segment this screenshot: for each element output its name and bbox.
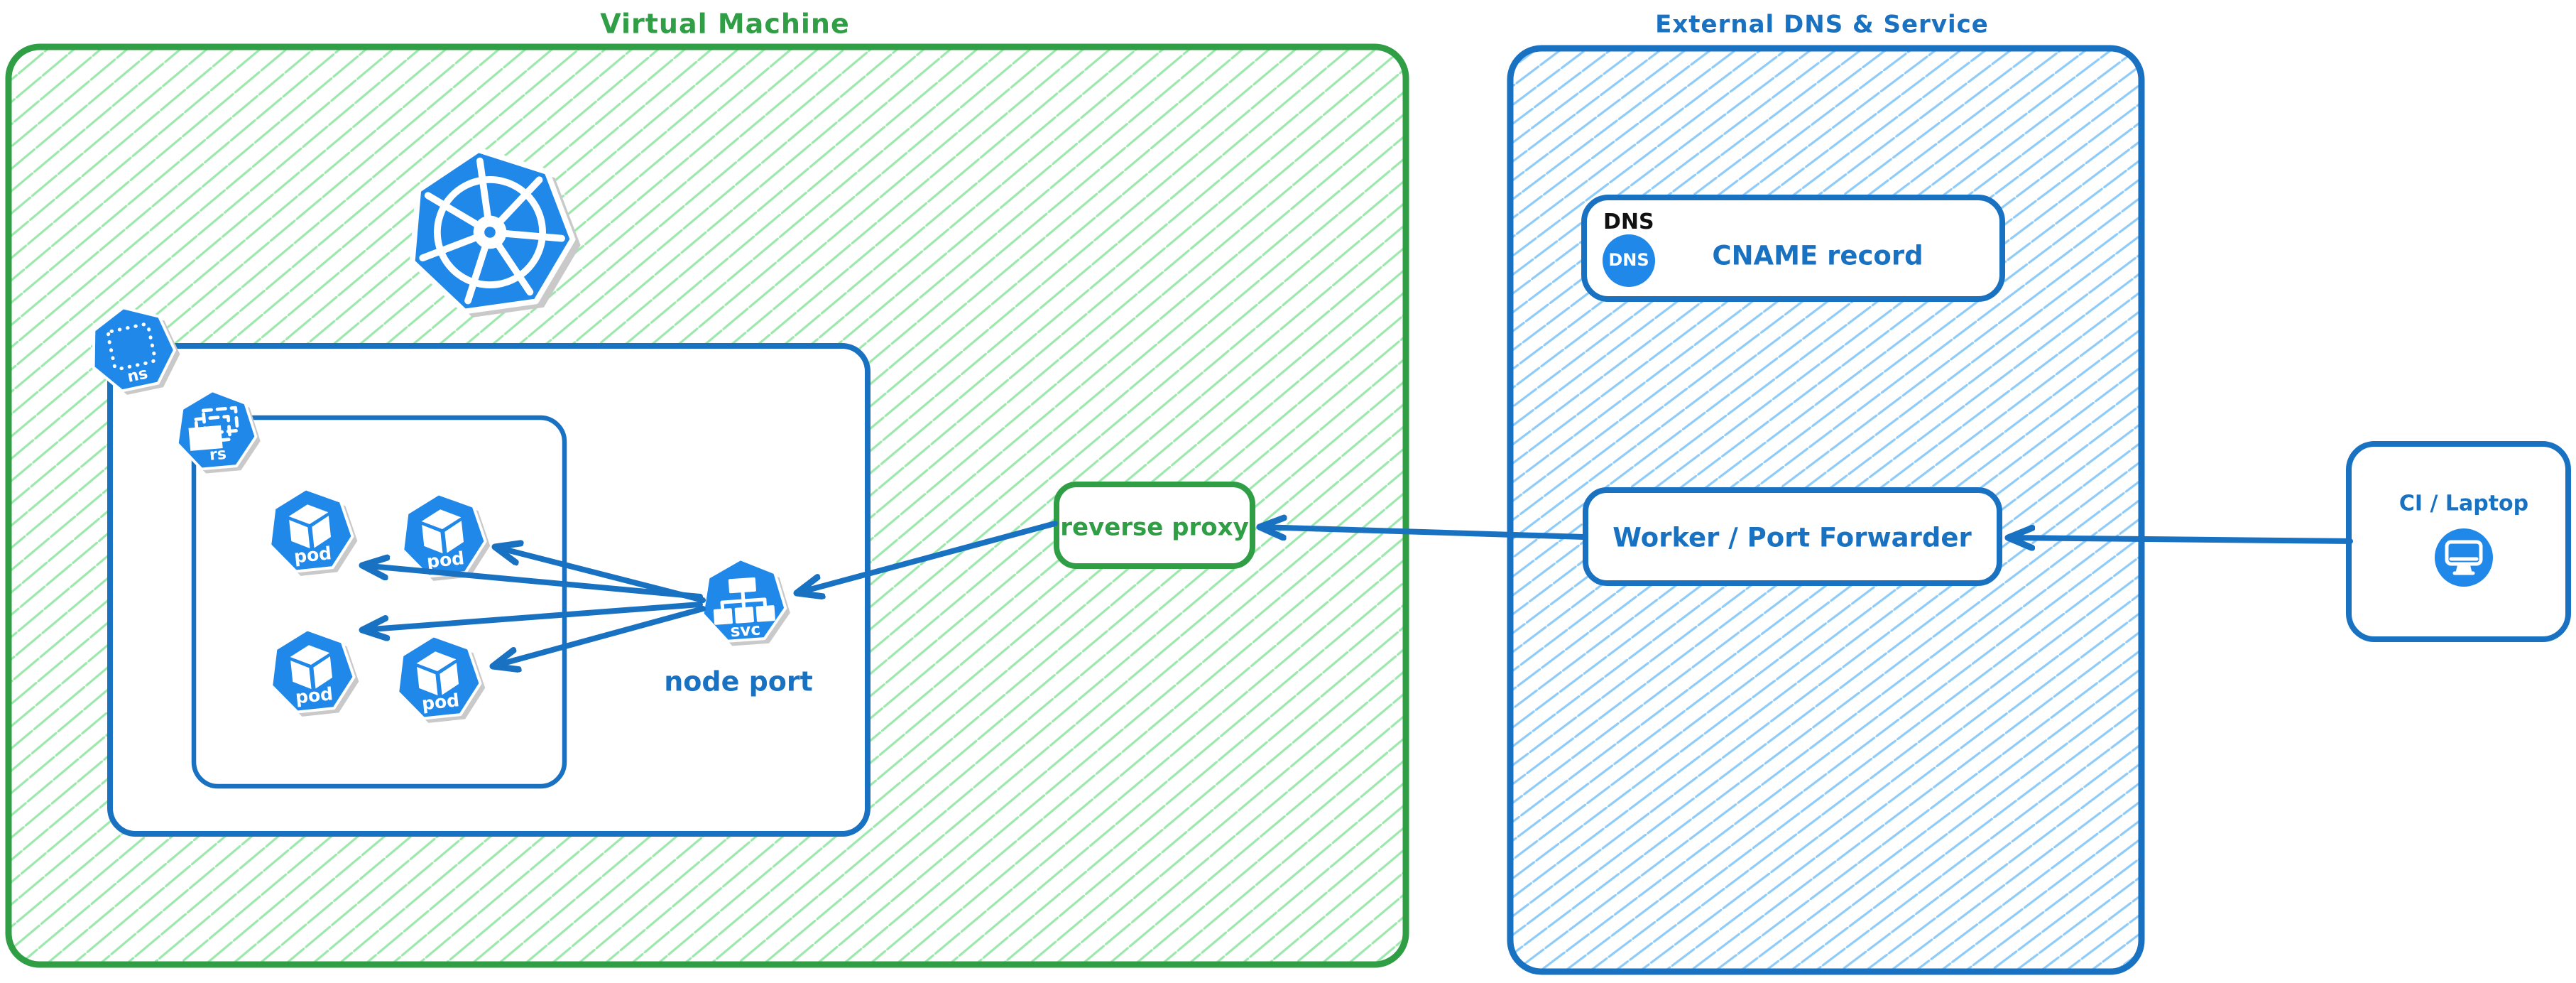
svg-text:rs: rs [209,445,227,465]
arrow-svc-to-pod-3 [362,602,703,630]
dns-tag: DNS [1603,210,1654,234]
kubernetes-icon [398,138,589,324]
svg-text:ns: ns [126,364,149,386]
node-port-caption: node port [664,666,813,697]
reverse-proxy-label: reverse proxy [1060,514,1249,542]
monitor-icon [2435,528,2493,587]
dns-badge-icon: DNS [1603,234,1655,287]
arrow-reverse-proxy-to-node-port [797,521,1058,593]
svg-text:pod: pod [421,690,461,714]
arrow-worker-to-reverse-proxy [1260,527,1587,537]
arrow-svc-to-pod-4 [493,606,706,666]
svg-text:pod: pod [426,548,466,572]
namespace-icon: ns [81,298,186,400]
worker-port-forwarder-label: Worker / Port Forwarder [1612,523,1972,553]
svg-text:DNS: DNS [1608,250,1649,270]
cname-record-label: CNAME record [1712,241,1923,271]
svg-text:pod: pod [295,683,334,707]
replicaset-box [191,415,567,789]
pod-icon: pod [264,624,362,719]
ci-laptop-label: CI / Laptop [2399,492,2528,516]
pod-icon: pod [263,483,361,579]
pod-icon: pod [391,630,489,726]
svg-text:svc: svc [730,620,761,641]
svg-text:pod: pod [293,543,333,567]
external-dns-service-title: External DNS & Service [1655,11,1989,39]
dns-record-box [1581,195,2005,302]
arrow-svc-to-pod-2 [495,547,706,603]
pod-icon: pod [395,488,493,584]
service-icon: svc [697,555,792,648]
arrow-ci-to-worker [2008,538,2353,541]
virtual-machine-title: Virtual Machine [600,9,850,40]
arrow-svc-to-pod-1 [362,565,703,599]
replicaset-icon: rs [171,386,263,476]
